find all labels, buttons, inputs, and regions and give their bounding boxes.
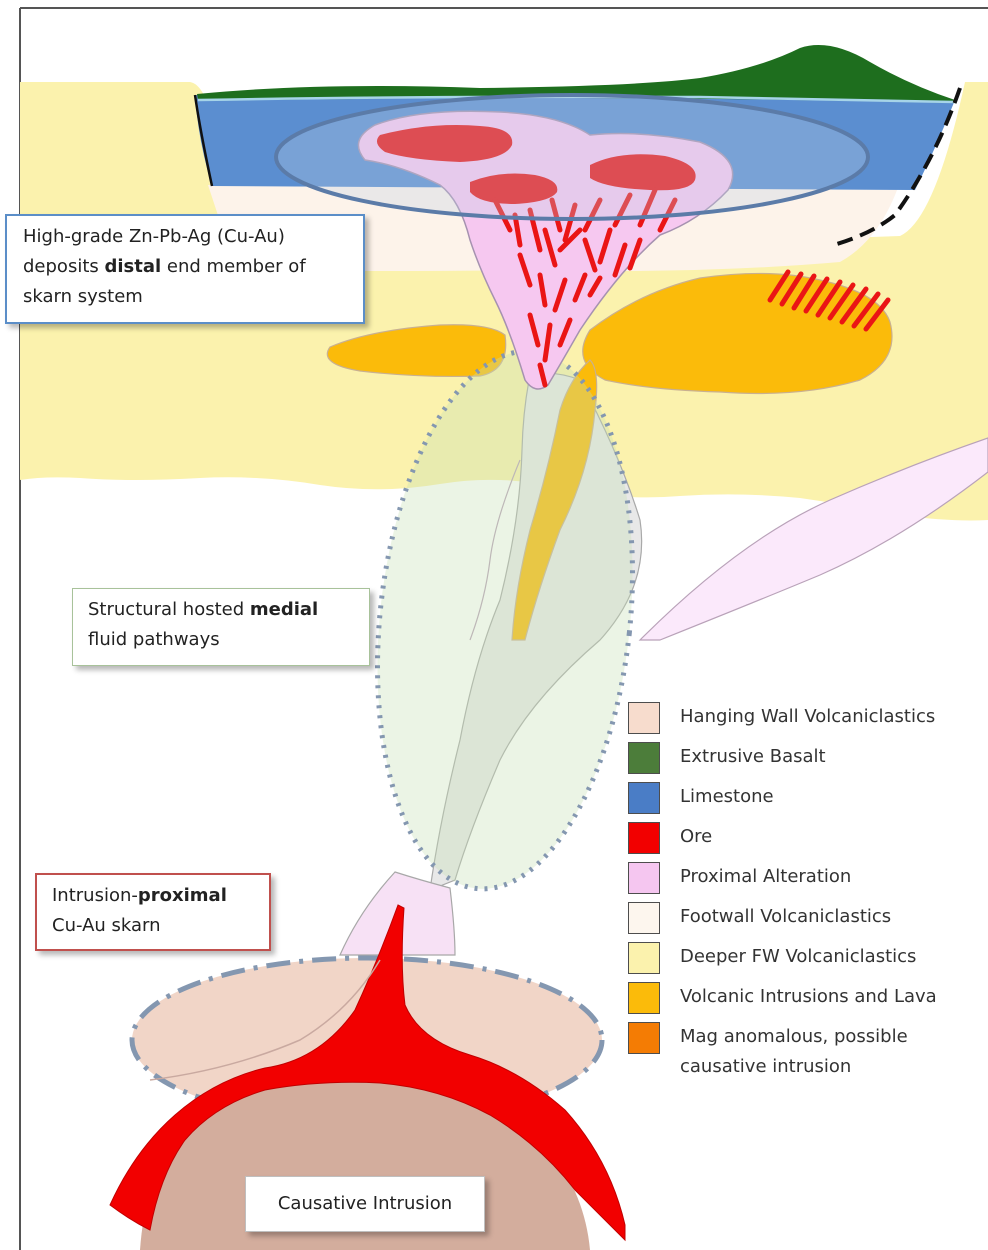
legend-label: Mag anomalous, possible causative intrus… <box>680 1022 983 1082</box>
distal-callout-box: High-grade Zn-Pb-Ag (Cu-Au) deposits dis… <box>5 214 365 324</box>
legend-label: Footwall Volcaniclastics <box>680 902 891 932</box>
legend-item: Volcanic Intrusions and Lava <box>628 982 983 1014</box>
proximal-callout-bold: proximal <box>138 885 227 906</box>
legend-swatch <box>628 982 660 1014</box>
distal-zone-ellipse <box>276 95 868 219</box>
legend-swatch <box>628 702 660 734</box>
legend-item: Footwall Volcaniclastics <box>628 902 983 934</box>
medial-callout-text-post: fluid pathways <box>88 629 220 650</box>
legend-item: Proximal Alteration <box>628 862 983 894</box>
legend-label: Ore <box>680 822 712 852</box>
legend-item: Hanging Wall Volcaniclastics <box>628 702 983 734</box>
medial-callout-text-pre: Structural hosted <box>88 599 250 620</box>
legend-item: Mag anomalous, possible causative intrus… <box>628 1022 983 1082</box>
causative-intrusion-label: Causative Intrusion <box>278 1189 452 1219</box>
legend-swatch <box>628 942 660 974</box>
legend-item: Deeper FW Volcaniclastics <box>628 942 983 974</box>
legend-swatch <box>628 862 660 894</box>
legend-item: Extrusive Basalt <box>628 742 983 774</box>
legend-item: Ore <box>628 822 983 854</box>
legend-label: Proximal Alteration <box>680 862 851 892</box>
legend-label: Extrusive Basalt <box>680 742 826 772</box>
legend-label: Deeper FW Volcaniclastics <box>680 942 916 972</box>
proximal-callout-text-post: Cu-Au skarn <box>52 915 161 936</box>
causative-intrusion-label-box: Causative Intrusion <box>245 1176 485 1232</box>
legend-label: Hanging Wall Volcaniclastics <box>680 702 935 732</box>
legend-label: Volcanic Intrusions and Lava <box>680 982 937 1012</box>
legend-swatch <box>628 1022 660 1054</box>
medial-callout-bold: medial <box>250 599 318 620</box>
legend-swatch <box>628 742 660 774</box>
legend-item: Limestone <box>628 782 983 814</box>
legend-label: Limestone <box>680 782 774 812</box>
legend-swatch <box>628 822 660 854</box>
medial-callout-box: Structural hosted medial fluid pathways <box>72 588 370 666</box>
proximal-callout-text-pre: Intrusion- <box>52 885 138 906</box>
legend-swatch <box>628 902 660 934</box>
proximal-callout-box: Intrusion-proximal Cu-Au skarn <box>35 873 271 951</box>
legend-swatch <box>628 782 660 814</box>
distal-callout-bold: distal <box>104 256 161 277</box>
